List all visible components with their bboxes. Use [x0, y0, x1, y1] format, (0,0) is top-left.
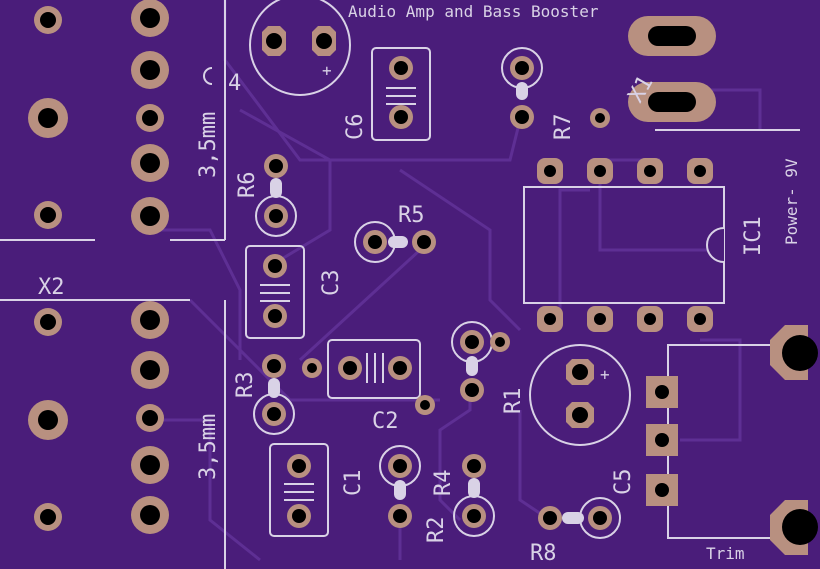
c6-label: C6 [343, 114, 368, 141]
r1-label: R1 [501, 388, 526, 415]
r6-resistor: R6 [235, 154, 297, 237]
trim-label: Trim [706, 544, 745, 563]
ic1-pins-top [537, 158, 713, 184]
jack2-name-label: X2 [38, 275, 65, 300]
c2-capacitor: C2 [327, 339, 421, 434]
jack1-size-label: 3,5mm [196, 112, 221, 178]
board-title: Audio Amp and Bass Booster [348, 2, 599, 21]
jack2-outline [0, 299, 226, 569]
jack2-size-label: 3,5mm [196, 414, 221, 480]
r8-resistor: R8 [530, 497, 621, 566]
c5-capacitor: + C5 [529, 344, 636, 496]
c3-capacitor: C3 [245, 245, 344, 339]
c6-capacitor: C6 [343, 47, 431, 141]
ic1-label: IC1 [741, 216, 766, 256]
r4-resistor: R4 [431, 454, 495, 537]
r3-label: R3 [233, 372, 258, 399]
r2-label: R2 [424, 517, 449, 544]
r6-label: R6 [235, 172, 260, 199]
jack1-name-label: 4 [228, 71, 241, 96]
r8-label: R8 [530, 541, 557, 566]
c5-plus-label: + [600, 365, 610, 384]
c1-label: C1 [341, 470, 366, 497]
ic1-pins-bottom [537, 306, 713, 332]
c2-label: C2 [372, 409, 399, 434]
r7-resistor: R7 [501, 47, 576, 141]
r7-label: R7 [551, 114, 576, 141]
r4-label: R4 [431, 470, 456, 497]
r5-resistor: R5 [354, 203, 436, 263]
c4-capacitor: + [249, 0, 351, 96]
ic1-chip: IC1 [523, 158, 766, 332]
c4-plus-label: + [322, 61, 332, 80]
r1-resistor: R1 [451, 321, 526, 415]
jack1-outline [0, 0, 226, 241]
c5-label: C5 [611, 469, 636, 496]
power-label: Power- 9V [782, 158, 801, 245]
c1-capacitor: C1 [269, 443, 366, 537]
jack1-pads [28, 0, 169, 235]
c3-label: C3 [319, 270, 344, 297]
r2-resistor: R2 [379, 445, 449, 544]
jack2-pads [28, 301, 169, 534]
r5-label: R5 [398, 203, 425, 228]
r3-resistor: R3 [233, 354, 295, 435]
trim-pot: Trim [646, 325, 818, 563]
jack1-name-partial [203, 67, 213, 85]
